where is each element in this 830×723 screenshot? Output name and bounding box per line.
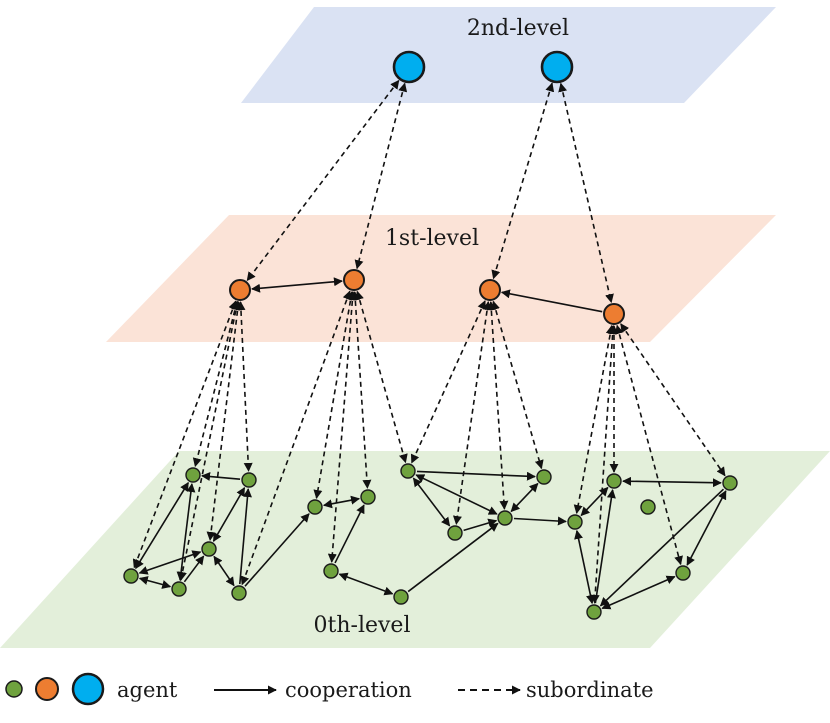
subordinate-edge-B1-O2 (354, 82, 408, 270)
agent-level0-g2 (241, 472, 257, 488)
agent-level0-g15 (567, 514, 583, 530)
cooperation-edge-g9-g10 (338, 572, 394, 596)
level-1-label: 1st-level (385, 226, 479, 251)
cooperation-edge-g10-g14 (407, 522, 499, 593)
subordinate-edge-O2-g7 (313, 290, 356, 500)
agent-level1-O1 (229, 279, 251, 301)
cooperation-edge-g6-g3 (213, 555, 235, 587)
legend-agent-label: agent (117, 678, 178, 702)
level-0-label: 0th-level (314, 613, 411, 638)
node-layer (123, 50, 738, 620)
agent-level0-g14 (497, 510, 513, 526)
agent-level0-g20 (586, 604, 602, 620)
agent-level0-g7 (307, 499, 323, 515)
cooperation-edge-g13-g14 (463, 518, 498, 532)
subordinate-edge-B2-O4 (558, 82, 614, 304)
agent-level1-O4 (603, 303, 625, 325)
agent-level0-g6 (231, 585, 247, 601)
cooperation-edge-g11-g14 (415, 474, 498, 515)
agent-level0-g17 (640, 499, 656, 515)
agent-level0-g16 (606, 473, 622, 489)
agent-level0-g8 (360, 489, 376, 505)
agent-level0-g4 (123, 568, 139, 584)
cooperation-edge-O4-O3 (500, 289, 603, 313)
edge-layer (132, 79, 727, 610)
agent-level0-g13 (447, 525, 463, 541)
legend: agent cooperation subordinate (5, 672, 654, 706)
agent-level2-B1 (392, 50, 426, 84)
legend-agent-level2-icon (71, 672, 105, 706)
subordinate-edge-O2-g11 (355, 290, 408, 464)
subordinate-edge-B2-O3 (491, 82, 555, 280)
cooperation-edge-g15-g20 (574, 529, 595, 605)
legend-agent-level0-icon (5, 680, 23, 698)
level-2-label: 2nd-level (467, 16, 569, 41)
legend-cooperation-label: cooperation (285, 678, 412, 702)
cooperation-edge-g3-g4 (138, 550, 202, 575)
cooperation-edge-g12-g14 (510, 482, 539, 513)
cooperation-edge-g16-g18 (622, 476, 722, 488)
cooperation-edge-g18-g19 (686, 490, 727, 566)
cooperation-edge-g11-g12 (416, 470, 536, 481)
cooperation-edge-g19-g20 (601, 575, 676, 610)
legend-agent-level1-icon (35, 677, 59, 701)
agent-level0-g10 (393, 589, 409, 605)
agent-level0-g11 (400, 463, 416, 479)
subordinate-edge-O2-g6 (240, 290, 352, 586)
cooperation-edge-g2-g1 (201, 472, 241, 482)
cooperation-edge-g14-g15 (513, 516, 567, 526)
cooperation-edge-g2-g3 (212, 487, 246, 542)
cooperation-edge-g15-g16 (580, 486, 609, 517)
subordinate-edge-O3-g13 (452, 300, 492, 525)
cooperation-edge-g6-g7 (244, 513, 310, 587)
agent-level0-g19 (675, 565, 691, 581)
agent-level0-g5 (171, 581, 187, 597)
agent-level1-O3 (479, 279, 501, 301)
subordinate-edge-B1-O1 (246, 79, 400, 282)
agent-level2-B2 (540, 50, 574, 84)
level-2-plane (241, 7, 776, 103)
cooperation-edge-g7-g8 (322, 495, 361, 509)
agent-level0-g9 (323, 563, 339, 579)
agent-level1-O2 (343, 269, 365, 291)
agent-level0-g18 (722, 475, 738, 491)
subordinate-edge-O4-g20 (590, 325, 618, 604)
cooperation-edge-g9-g8 (334, 504, 365, 564)
cooperation-edge-g20-g16 (594, 489, 616, 604)
agent-level0-g3 (201, 541, 217, 557)
cooperation-edge-O1-O2 (251, 277, 343, 293)
legend-subordinate-label: subordinate (526, 678, 654, 702)
cooperation-edge-g6-g2 (238, 488, 252, 585)
agent-level0-g1 (185, 467, 201, 483)
cooperation-edge-g5-g3 (183, 555, 205, 583)
agent-level0-g12 (536, 469, 552, 485)
cooperation-edge-g4-g5 (138, 576, 172, 589)
subordinate-edge-O2-g9 (327, 291, 357, 563)
